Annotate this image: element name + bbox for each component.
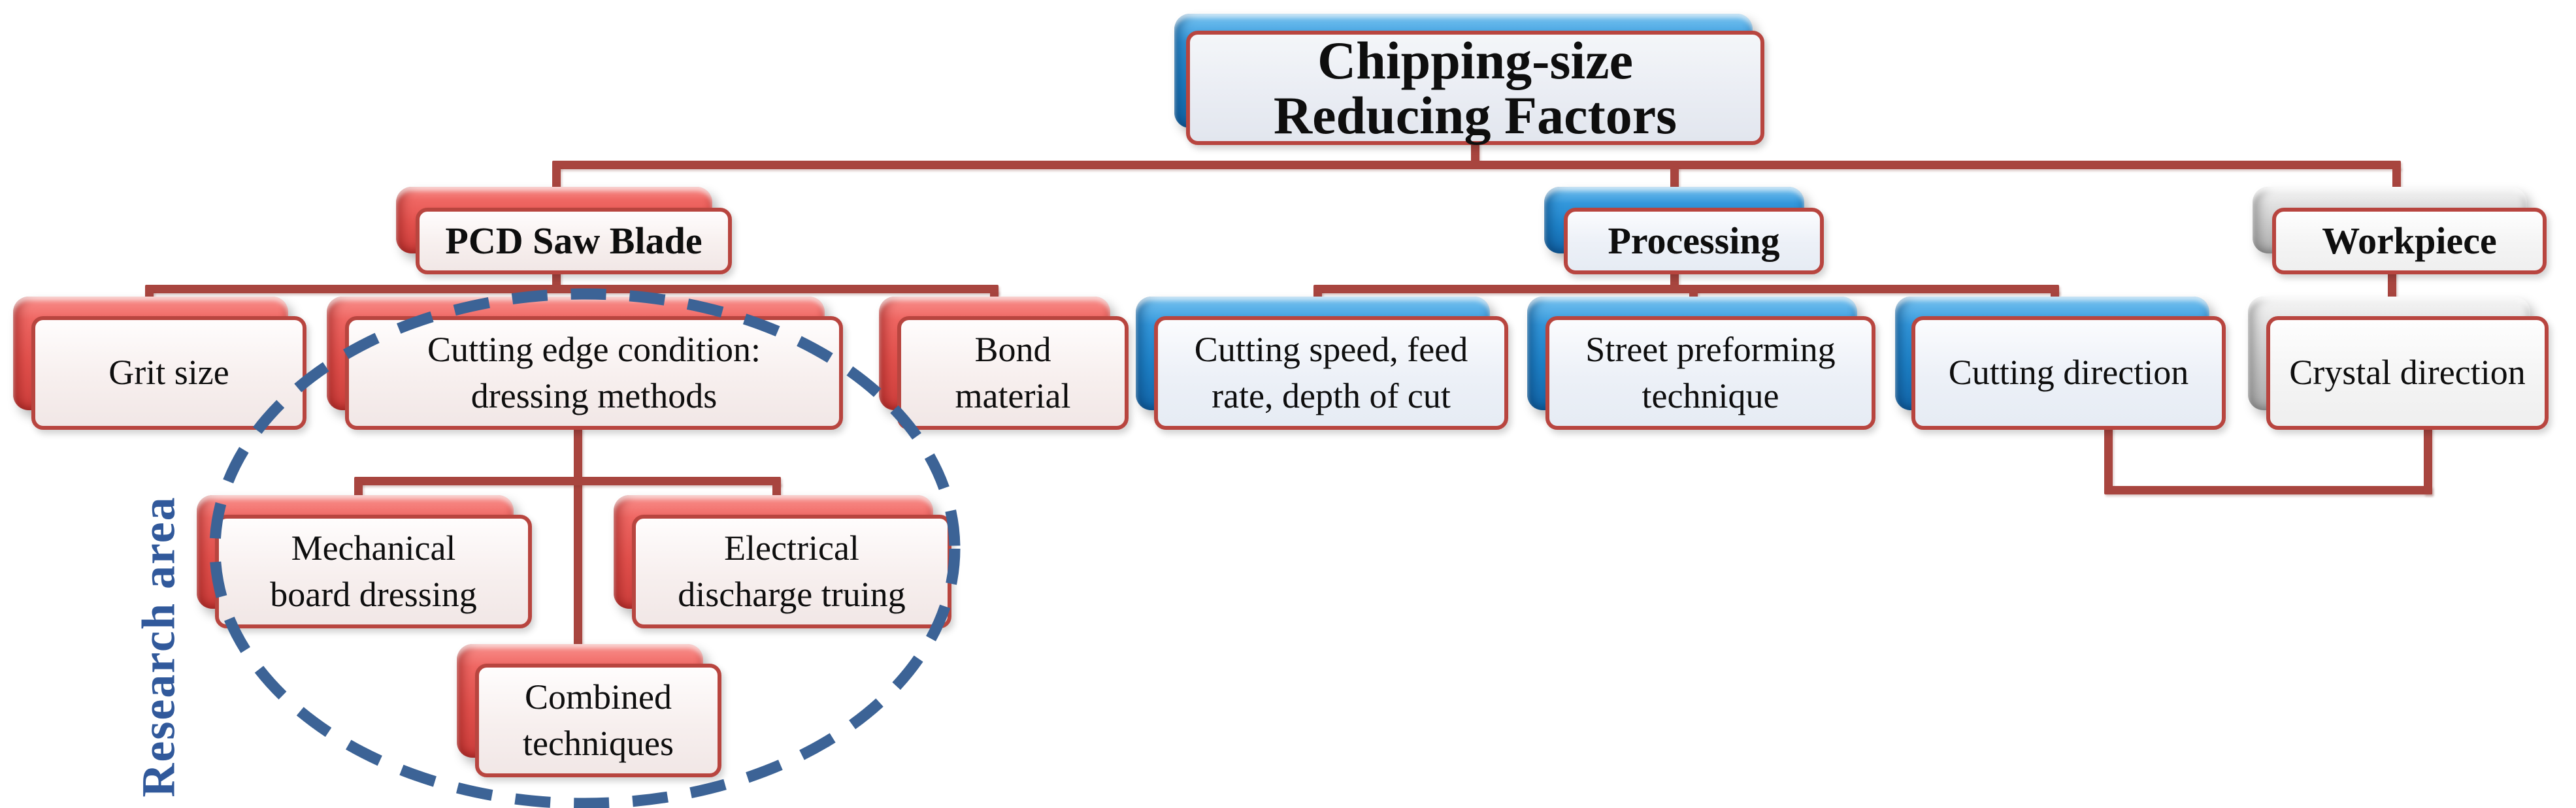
node-face: Mechanical board dressing [215, 515, 532, 628]
node-street-preforming-technique: Street preforming technique [1527, 297, 1875, 430]
connector-pcd-down [552, 270, 561, 289]
node-cutting-direction: Cutting direction [1895, 297, 2226, 430]
connector-drop-workpiece [2392, 167, 2401, 190]
node-label: Mechanical board dressing [270, 528, 477, 614]
node-label: Processing [1608, 219, 1780, 262]
node-face: Grit size [31, 316, 306, 430]
node-face: Crystal direction [2266, 316, 2549, 430]
node-face: Street preforming technique [1545, 316, 1875, 430]
node-pcd-saw-blade: PCD Saw Blade [396, 187, 732, 274]
node-label: Electrical discharge truing [678, 528, 906, 614]
node-crystal-direction: Crystal direction [2248, 297, 2549, 430]
node-chipping-size-reducing-factors: Chipping-size Reducing Factors [1174, 14, 1764, 145]
node-label: Cutting direction [1948, 353, 2189, 393]
connector-drop-pcd [552, 167, 561, 190]
node-face: Chipping-size Reducing Factors [1186, 31, 1764, 145]
connector-cutdir-crystal-v2 [2424, 425, 2432, 494]
connector-cutdir-crystal-h [2104, 486, 2432, 494]
node-face: Combined techniques [475, 664, 721, 777]
node-label: Cutting edge condition: dressing methods [427, 329, 761, 415]
node-face: Workpiece [2272, 208, 2547, 274]
node-label: Cutting speed, feed rate, depth of cut [1194, 329, 1468, 415]
node-label: Workpiece [2322, 219, 2497, 262]
research-area-label: Research area [132, 496, 185, 798]
node-grit-size: Grit size [13, 297, 306, 430]
node-processing: Processing [1544, 187, 1824, 274]
connector-bus-level1 [552, 161, 2401, 169]
node-face: Processing [1564, 208, 1824, 274]
connector-bus-dressing-children [354, 477, 781, 485]
node-face: Cutting speed, feed rate, depth of cut [1154, 316, 1508, 430]
node-label: Bond material [955, 329, 1071, 415]
node-combined-techniques: Combined techniques [457, 644, 721, 777]
node-face: Bond material [897, 316, 1129, 430]
node-label: Street preforming technique [1585, 329, 1836, 415]
node-label: Grit size [108, 353, 229, 393]
node-label: Chipping-size Reducing Factors [1273, 30, 1677, 145]
node-bond-material: Bond material [879, 297, 1129, 430]
node-face: Cutting direction [1911, 316, 2226, 430]
node-label: PCD Saw Blade [445, 219, 702, 262]
node-face: PCD Saw Blade [416, 208, 732, 274]
node-face: Electrical discharge truing [632, 515, 951, 628]
node-mechanical-board-dressing: Mechanical board dressing [197, 495, 532, 628]
node-cutting-speed-feed-rate: Cutting speed, feed rate, depth of cut [1136, 297, 1508, 430]
node-face: Cutting edge condition: dressing methods [345, 316, 843, 430]
node-workpiece: Workpiece [2253, 187, 2547, 274]
node-cutting-edge-condition: Cutting edge condition: dressing methods [327, 297, 843, 430]
connector-bus-processing-children [1313, 285, 2059, 293]
connector-processing-down [1670, 270, 1679, 289]
connector-workpiece-down [2388, 270, 2396, 300]
node-label: Combined techniques [523, 677, 674, 763]
node-electrical-discharge-truing: Electrical discharge truing [614, 495, 951, 628]
connector-title-down [1471, 142, 1479, 165]
connector-bus-pcd-children [145, 285, 999, 293]
node-label: Crystal direction [2289, 353, 2526, 393]
connector-cutdir-crystal-v1 [2104, 425, 2113, 491]
connector-drop-processing [1670, 167, 1679, 190]
connector-cutting-edge-down [574, 427, 582, 645]
